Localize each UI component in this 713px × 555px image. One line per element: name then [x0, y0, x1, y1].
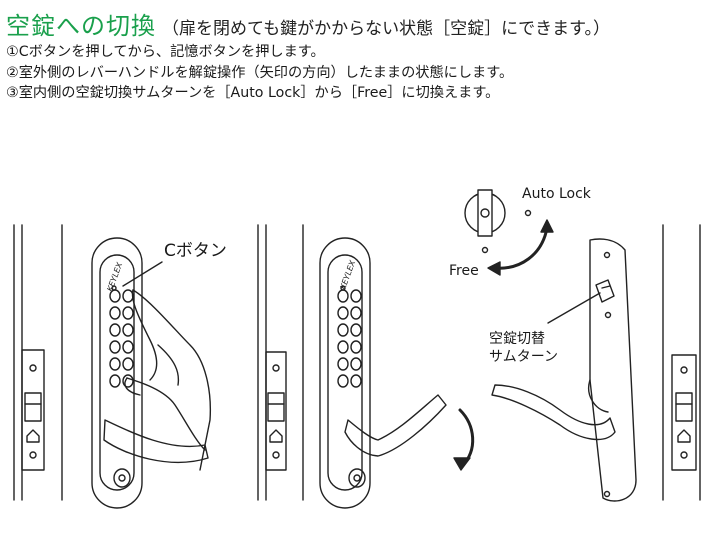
free-label: Free [449, 263, 479, 279]
step-3: ③室内側の空錠切換サムターンを［Auto Lock］から［Free］に切換えます… [6, 85, 500, 101]
page-title: 空錠への切換 （扉を閉めても鍵がかからない状態［空錠］にできます。） [6, 6, 610, 41]
brand-logo: KEYLEX [105, 261, 124, 293]
switch-arrowhead-up [540, 219, 554, 233]
keypad-buttons [109, 289, 134, 388]
keypad-lock-center: KEYLEX [319, 237, 447, 509]
door-frame-left [13, 224, 63, 501]
title-sub: （扉を閉めても鍵がかからない状態［空錠］にできます。） [162, 19, 610, 39]
step-2: ②室外側のレバーハンドルを解錠操作（矢印の方向）したままの状態にします。 [6, 64, 514, 81]
keypad-lock-left: KEYLEX [91, 237, 209, 509]
step-1: ①Cボタンを押してから、記憶ボタンを押します。 [6, 44, 325, 60]
thumbturn-label-line2: サムターン [489, 349, 559, 365]
c-button-pointer [122, 261, 163, 287]
hand-icon [124, 289, 212, 471]
thumbturn-label-line1: 空錠切替 [489, 331, 545, 347]
switch-arrowhead-left [487, 261, 501, 276]
auto-lock-label: Auto Lock [522, 186, 591, 202]
thumbturn-pointer [547, 292, 601, 324]
title-main: 空錠への切換 [6, 12, 156, 40]
rotate-down-arrowhead [453, 457, 471, 471]
c-button-label: Cボタン [164, 241, 227, 261]
indoor-lock-plate [491, 238, 637, 502]
instruction-steps: ①Cボタンを押してから、記憶ボタンを押します。 ②室外側のレバーハンドルを解錠操… [6, 42, 513, 104]
thumbturn-icon [464, 189, 532, 254]
switch-arrow [493, 226, 549, 270]
door-frame-right [662, 224, 701, 501]
door-frame-center [257, 224, 304, 501]
svg-text:KEYLEX: KEYLEX [338, 259, 357, 291]
